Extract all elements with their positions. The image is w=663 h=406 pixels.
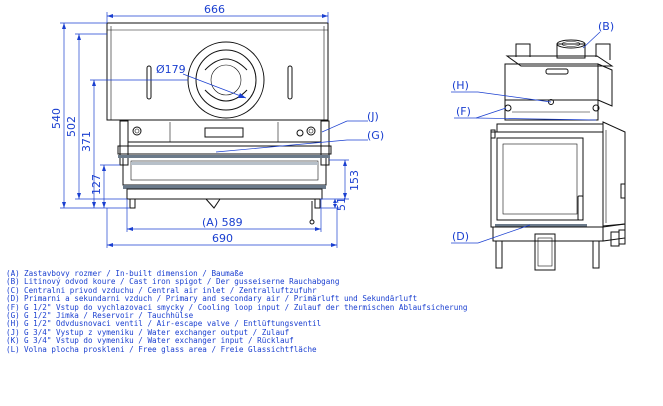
dim-width-690: 690 xyxy=(212,232,233,245)
legend-item: (H)G 1/2" Odvdusnovaci ventil / Air-esca… xyxy=(6,319,322,329)
isometric-view: (B) (H) (F) (D) xyxy=(451,20,626,271)
legend-item: (D)Primarni a sekundarni vzduch / Primar… xyxy=(6,294,418,304)
callout-b: (B) xyxy=(598,20,614,33)
callout-h: (H) xyxy=(452,79,469,92)
front-door-frame xyxy=(117,145,332,155)
dimensions: 666 Ø179 540 502 371 127 xyxy=(50,3,384,248)
legend-item: (C)Centralni privod vzduchu / Central ai… xyxy=(6,285,317,295)
dim-height-127: 127 xyxy=(90,174,103,195)
dim-height-153: 153 xyxy=(348,170,361,191)
legend-item: (F)G 1/2" Vstup do vychlazovaci smycky /… xyxy=(6,302,468,312)
flue-spigot-inner xyxy=(195,49,257,111)
legend-item: (G)G 1/2" Jimka / Reservoir / Tauchhülse xyxy=(6,311,194,321)
legend-item: (J)G 3/4" Vystup z vymeniku / Water exch… xyxy=(6,327,290,337)
callout-f: (F) xyxy=(456,105,471,118)
dim-height-371: 371 xyxy=(80,131,93,152)
dim-width-589: (A) 589 xyxy=(202,216,243,229)
legend-item: (A)Zastavbovy rozmer / In-built dimensio… xyxy=(6,269,244,278)
legend-item: (L)Volna plocha proskleni / Free glass a… xyxy=(6,344,317,354)
legend-item: (K)G 3/4" Vstup do vymeniku / Water exch… xyxy=(6,336,294,346)
callout-g: (G) xyxy=(367,129,384,142)
legend-list: (A)Zastavbovy rozmer / In-built dimensio… xyxy=(6,269,468,354)
dim-width-top: 666 xyxy=(204,3,225,16)
front-body-upper xyxy=(106,22,329,121)
front-crossbar xyxy=(127,119,322,143)
front-view xyxy=(106,22,332,225)
callout-j: (J) xyxy=(367,110,379,123)
callout-d: (D) xyxy=(452,230,469,243)
dim-height-502: 502 xyxy=(65,116,78,137)
front-base xyxy=(126,188,323,200)
dim-height-540: 540 xyxy=(50,108,63,129)
dim-height-51: 51 xyxy=(335,197,348,211)
legend-item: (B)Litinový odvod koure / Cast iron spig… xyxy=(6,277,340,287)
dim-diameter: Ø179 xyxy=(156,63,186,76)
